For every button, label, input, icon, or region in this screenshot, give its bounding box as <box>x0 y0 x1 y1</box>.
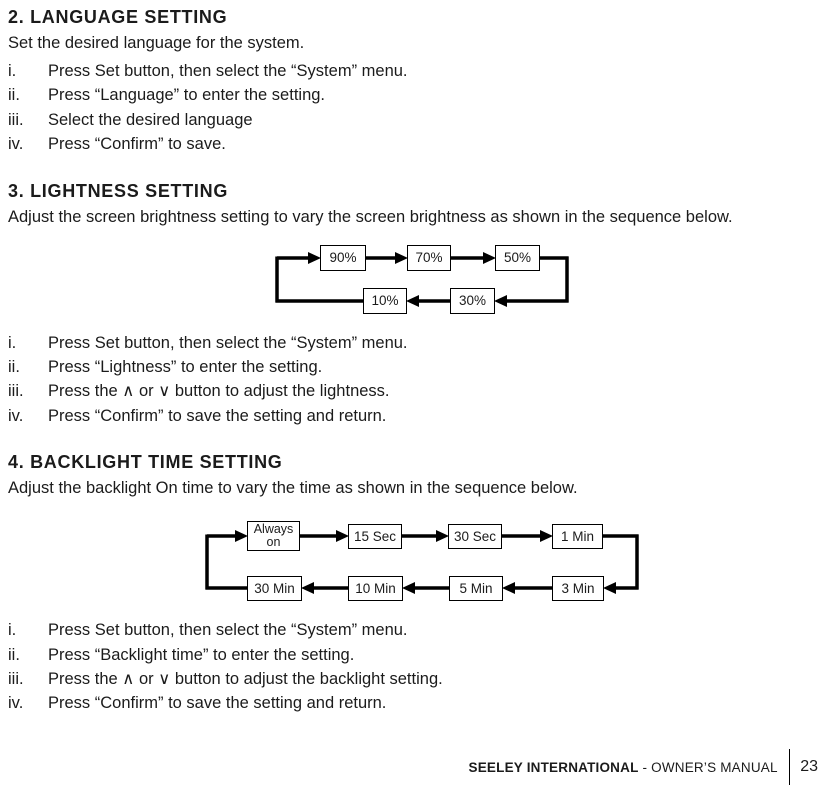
step-item: i. Press Set button, then select the “Sy… <box>8 618 822 642</box>
footer-text: SEELEY INTERNATIONAL - OWNER’S MANUAL <box>469 760 778 775</box>
step-text: Press “Confirm” to save the setting and … <box>48 694 387 713</box>
flow-arrows <box>205 530 639 595</box>
step-text: Select the desired language <box>48 110 253 129</box>
footer-page-number: 23 <box>800 758 818 775</box>
step-item: iii. Press the ∧ or ∨ button to adjust t… <box>8 667 822 691</box>
arrowheads <box>308 251 507 307</box>
flow-node-10: 10% <box>363 287 407 314</box>
step-item: iii. Press the ∧ or ∨ button to adjust t… <box>8 379 822 403</box>
section-heading: 3. LIGHTNESS SETTING <box>8 180 229 201</box>
step-numeral: iii. <box>8 670 24 689</box>
step-numeral: iv. <box>8 135 24 154</box>
step-numeral: i. <box>8 62 17 80</box>
step-text: Press “Backlight time” to enter the sett… <box>48 645 355 664</box>
section-heading: 4. BACKLIGHT TIME SETTING <box>8 452 283 473</box>
step-numeral: iv. <box>8 694 24 713</box>
flow-node-70: 70% <box>407 244 451 271</box>
step-list: i. Press Set button, then select the “Sy… <box>8 59 822 157</box>
step-text: Press Set button, then select the “Syste… <box>48 621 408 640</box>
arrowheads <box>235 530 616 595</box>
step-item: iv. Press “Confirm” to save the setting … <box>8 691 822 715</box>
section-backlight-time-setting: 4. BACKLIGHT TIME SETTING Adjust the bac… <box>8 451 822 716</box>
step-list: i. Press Set button, then select the “Sy… <box>8 618 822 716</box>
section-lightness-setting: 3. LIGHTNESS SETTING Adjust the screen b… <box>8 180 822 429</box>
flow-node-always-on: Always on <box>247 521 300 552</box>
step-item: ii. Press “Language” to enter the settin… <box>8 83 822 107</box>
flow-node-30sec: 30 Sec <box>448 524 502 550</box>
step-numeral: ii. <box>8 645 20 664</box>
step-numeral: iii. <box>8 382 24 401</box>
step-item: ii. Press “Lightness” to enter the setti… <box>8 355 822 379</box>
flow-arrows <box>275 251 569 307</box>
section-intro: Adjust the backlight On time to vary the… <box>8 479 578 498</box>
flow-node-15sec: 15 Sec <box>348 524 402 550</box>
section-heading: 2. LANGUAGE SETTING <box>8 7 228 27</box>
step-text: Press “Lightness” to enter the setting. <box>48 358 323 377</box>
flow-node-5min: 5 Min <box>449 576 503 602</box>
step-item: i. Press Set button, then select the “Sy… <box>8 59 822 83</box>
step-numeral: iii. <box>8 110 24 129</box>
backlight-cycle-diagram: Always on 15 Sec 30 Sec 1 Min 30 Min 10 … <box>185 517 655 607</box>
footer-brand: SEELEY INTERNATIONAL <box>468 759 639 775</box>
step-item: i. Press Set button, then select the “Sy… <box>8 331 822 355</box>
lightness-cycle-diagram: 90% 70% 50% 10% 30% <box>270 242 590 318</box>
step-item: iv. Press “Confirm” to save. <box>8 132 822 156</box>
flow-node-50: 50% <box>495 244 540 271</box>
step-numeral: ii. <box>8 86 20 105</box>
step-item: iv. Press “Confirm” to save the setting … <box>8 404 822 428</box>
step-list: i. Press Set button, then select the “Sy… <box>8 331 822 429</box>
step-numeral: ii. <box>8 358 20 377</box>
step-item: iii. Select the desired language <box>8 108 822 132</box>
flow-node-30: 30% <box>450 287 495 314</box>
step-text: Press “Confirm” to save the setting and … <box>48 406 387 425</box>
flow-node-10min: 10 Min <box>348 576 403 602</box>
step-text: Press the ∧ or ∨ button to adjust the ba… <box>48 670 443 689</box>
step-numeral: iv. <box>8 406 24 425</box>
step-text: Press Set button, then select the “Syste… <box>48 333 408 352</box>
flow-node-3min: 3 Min <box>552 576 604 602</box>
step-text: Press “Confirm” to save. <box>48 135 226 154</box>
flow-node-1min: 1 Min <box>552 524 603 550</box>
step-text: Press “Language” to enter the setting. <box>48 86 326 105</box>
step-numeral: i. <box>8 621 17 640</box>
section-language-setting: 2. LANGUAGE SETTING Set the desired lang… <box>8 6 822 157</box>
step-item: ii. Press “Backlight time” to enter the … <box>8 643 822 667</box>
footer-divider <box>788 749 791 785</box>
step-numeral: i. <box>8 333 17 352</box>
step-text: Press the ∧ or ∨ button to adjust the li… <box>48 382 390 401</box>
flow-node-30min: 30 Min <box>247 576 302 602</box>
page-footer: SEELEY INTERNATIONAL - OWNER’S MANUAL 23 <box>469 748 818 786</box>
footer-manual-label: - OWNER’S MANUAL <box>638 759 778 775</box>
flow-node-90: 90% <box>320 244 366 271</box>
section-intro: Adjust the screen brightness setting to … <box>8 207 733 226</box>
step-text: Press Set button, then select the “Syste… <box>48 62 408 80</box>
section-intro: Set the desired language for the system. <box>8 34 305 52</box>
